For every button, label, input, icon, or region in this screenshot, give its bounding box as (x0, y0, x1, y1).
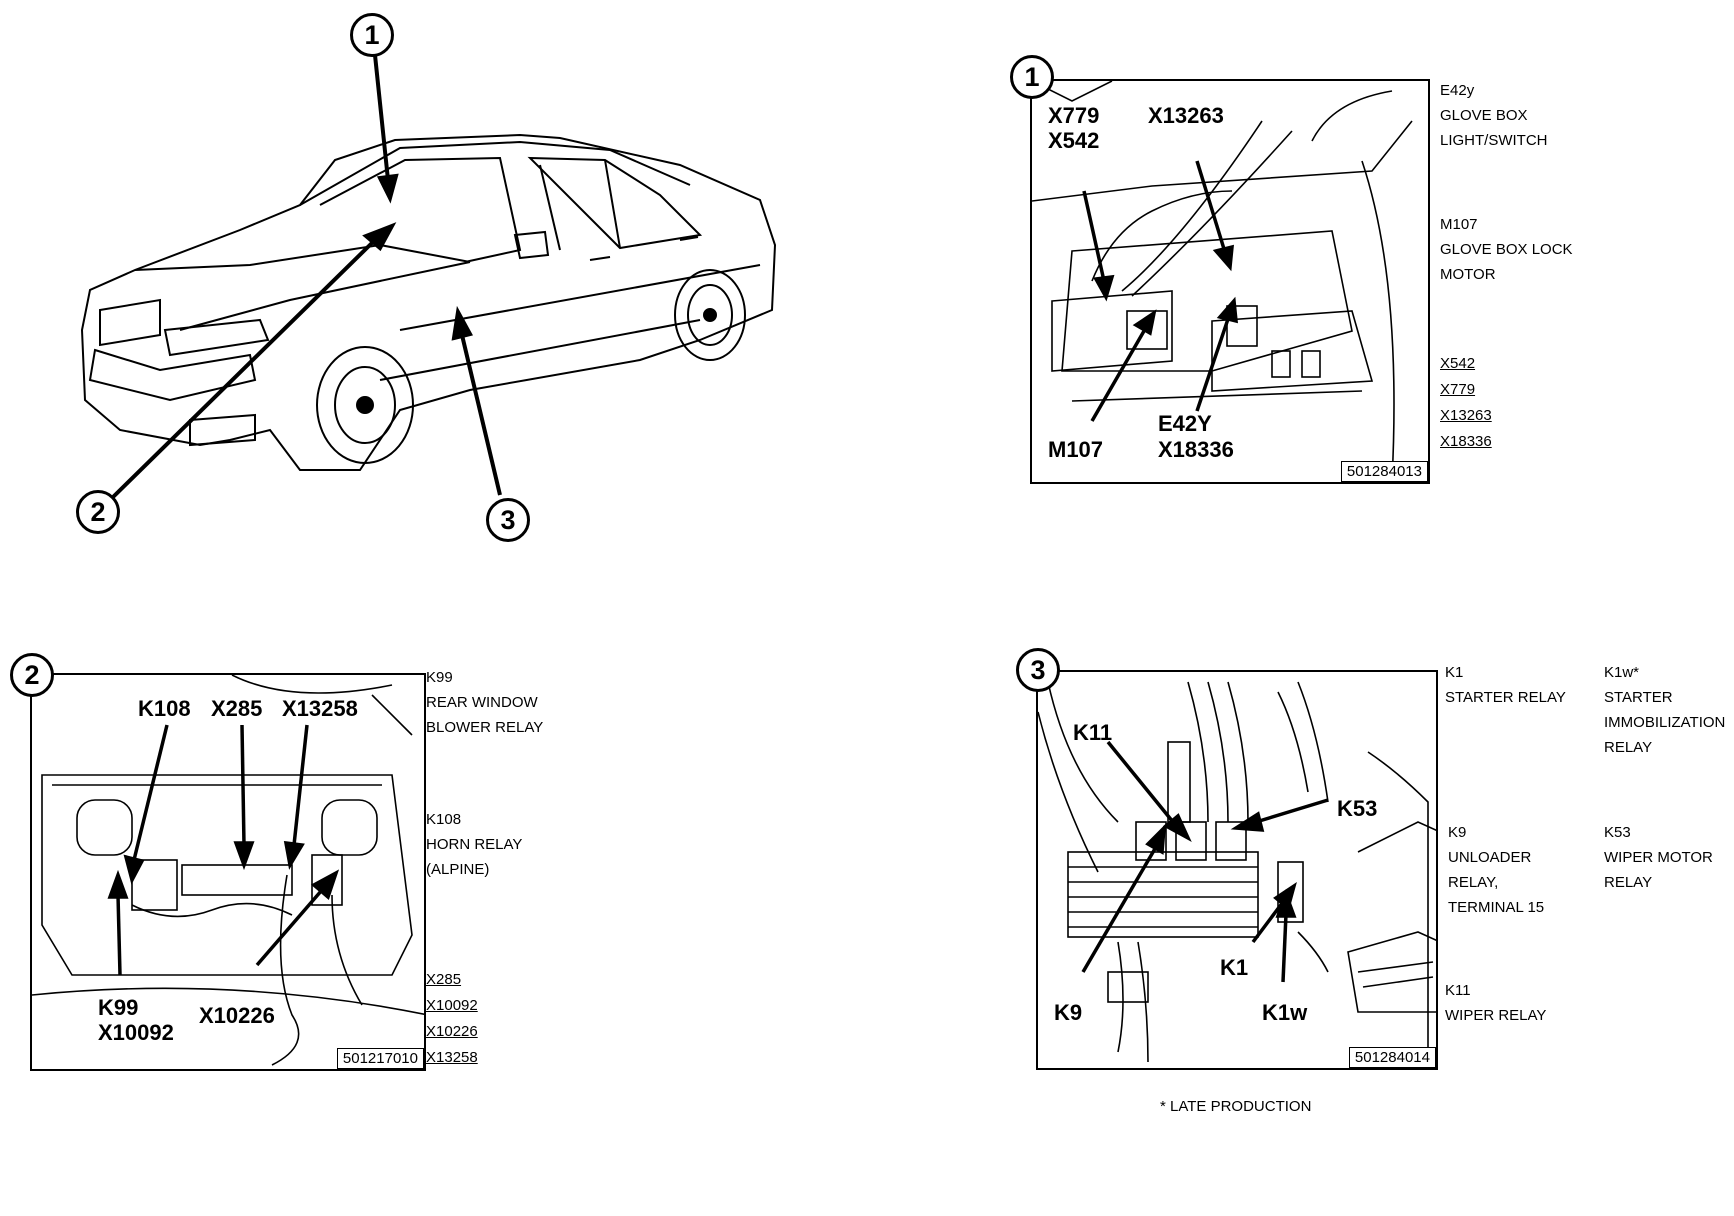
panel-3-legend-k53: K53 WIPER MOTOR RELAY (1604, 824, 1713, 891)
callout-2: 2 (76, 490, 120, 534)
label-k99: K99 (98, 995, 139, 1020)
label-x779: X779 (1048, 103, 1100, 128)
panel-2-connector-list: X285 X10092 X10226 X13258 (426, 971, 478, 1066)
panel-1-connector-list: X542 X779 X13263 X18336 (1440, 355, 1492, 450)
label-k1: K1 (1220, 955, 1249, 980)
panel-1-frame: 501284013 (1030, 79, 1430, 484)
panel-1-figure-number: 501284013 (1340, 461, 1428, 482)
car-overview: 1 2 3 (0, 0, 820, 560)
panel-1-legend-m107: M107 GLOVE BOX LOCK MOTOR (1440, 216, 1573, 283)
callout-3: 3 (486, 498, 530, 542)
callout-1: 1 (350, 13, 394, 57)
panel-3-figure-number: 501284014 (1348, 1047, 1436, 1068)
panel-2-callout: 2 (10, 653, 54, 697)
label-x18336: X18336 (1158, 437, 1234, 462)
panel-2-figure-number: 501217010 (336, 1048, 424, 1069)
panel-1-legend-e42y: E42y GLOVE BOX LIGHT/SWITCH (1440, 82, 1548, 149)
panel-2-horn-relay: 501217010 2 K108 X285 X13258 K99 X10092 … (6, 653, 566, 1073)
label-x542: X542 (1048, 128, 1100, 153)
panel-3-legend-k1w: K1w* STARTER IMMOBILIZATION RELAY (1604, 664, 1726, 756)
label-k53: K53 (1337, 796, 1378, 821)
panel-3-frame: 501284014 (1036, 670, 1438, 1070)
panel-1-illustration (1032, 81, 1413, 482)
label-k1w: K1w (1262, 1000, 1308, 1025)
label-x10226: X10226 (199, 1003, 275, 1028)
late-production-note: * LATE PRODUCTION (1160, 1098, 1312, 1115)
panel-3-legend-k11: K11 WIPER RELAY (1445, 982, 1547, 1024)
panel-3-callout: 3 (1016, 648, 1060, 692)
panel-1-callout: 1 (1010, 55, 1054, 99)
label-k9: K9 (1054, 1000, 1083, 1025)
panel-2-legend-k99: K99 REAR WINDOW BLOWER RELAY (426, 669, 544, 736)
label-x285: X285 (211, 696, 263, 721)
label-e42y: E42Y (1158, 411, 1212, 436)
label-x13263: X13263 (1148, 103, 1224, 128)
label-x13258: X13258 (282, 696, 358, 721)
panel-1-glove-box: 501284013 1 X779 X542 X13263 M107 E42Y X… (1010, 55, 1573, 495)
panel-3-legend-k1: K1 STARTER RELAY (1445, 664, 1566, 706)
panel-3-legend-k9: K9 UNLOADER RELAY, TERMINAL 15 (1448, 824, 1545, 916)
label-k108: K108 (138, 696, 191, 721)
panel-3-relays: 501284014 3 K11 K53 K1 K9 K1w K1 STARTER… (1010, 648, 1734, 1118)
label-m107: M107 (1048, 437, 1104, 462)
panel-2-illustration (32, 675, 424, 1066)
label-x10092: X10092 (98, 1020, 174, 1045)
car-illustration (80, 54, 777, 502)
panel-2-frame: 501217010 (30, 673, 426, 1071)
label-k11: K11 (1073, 720, 1113, 745)
panel-3-illustration (1038, 681, 1436, 1068)
panel-2-legend-k108: K108 HORN RELAY (ALPINE) (426, 811, 523, 878)
